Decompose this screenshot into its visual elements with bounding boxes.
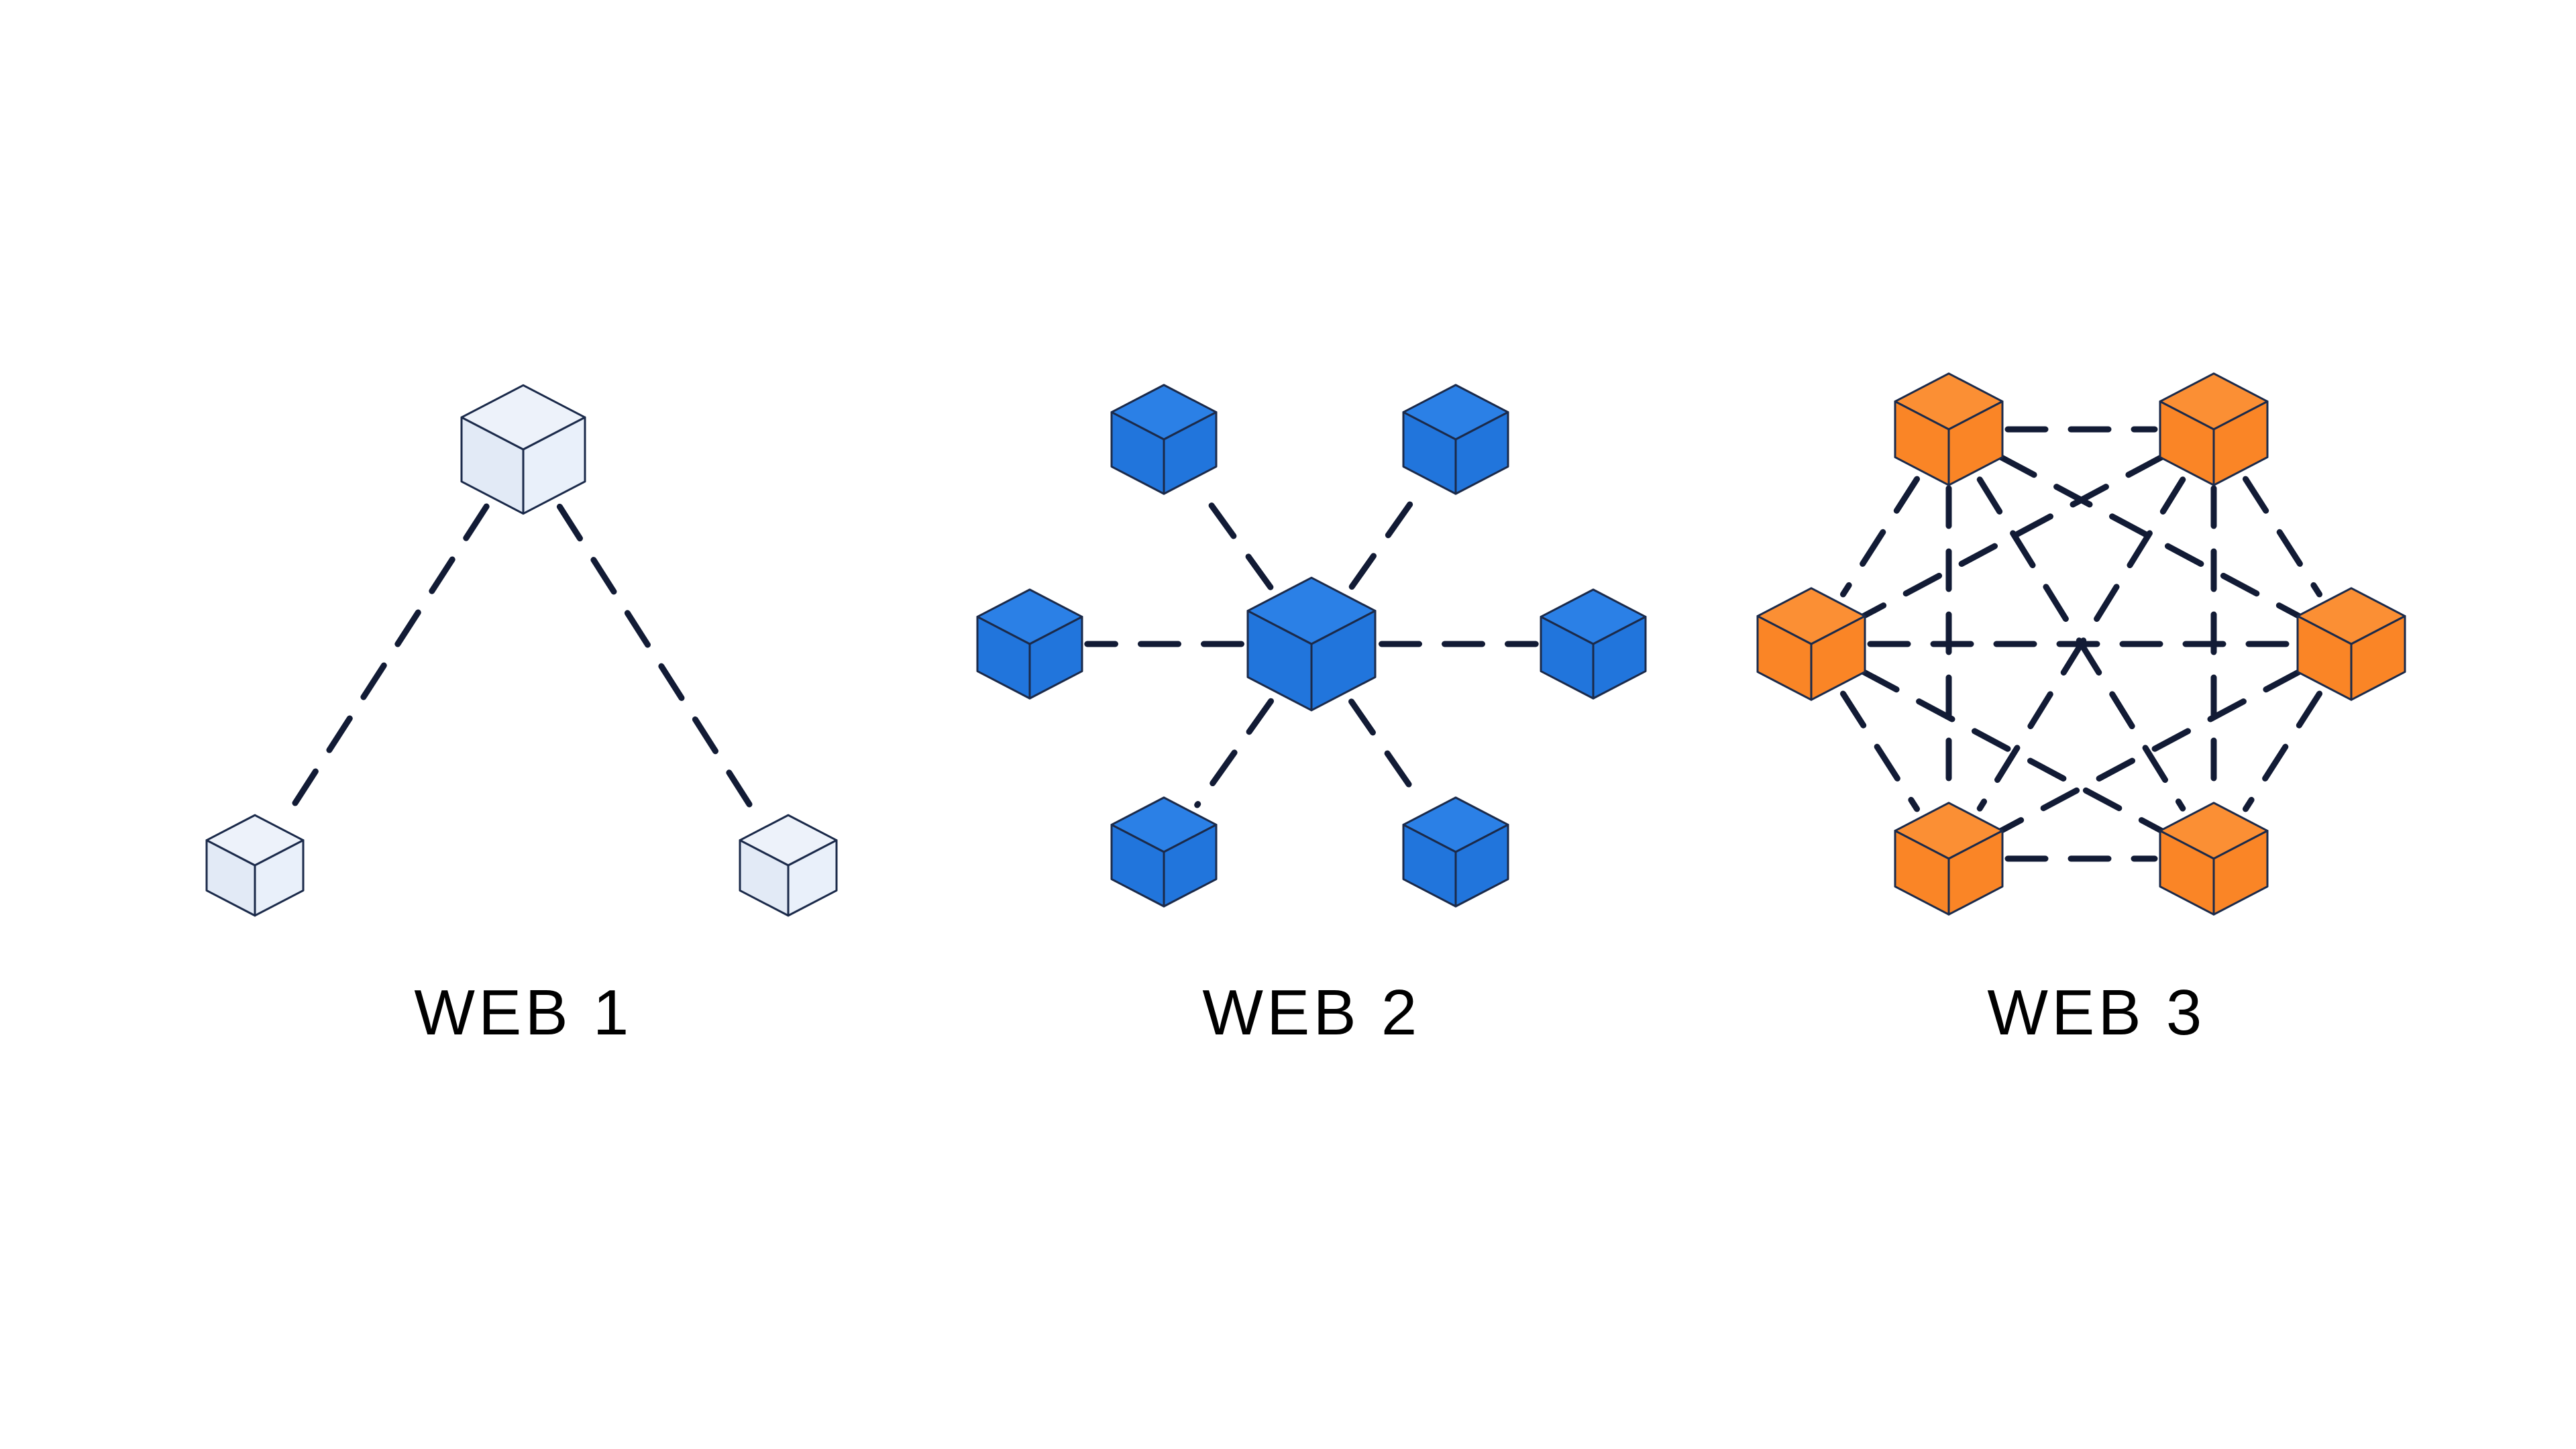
- cube-face-right: [1454, 411, 1509, 495]
- mesh-node-top-right[interactable]: [2159, 372, 2269, 486]
- connector-link: [1348, 698, 1426, 808]
- cube-face-right: [1454, 823, 1509, 908]
- panel-web3: [1756, 372, 2406, 916]
- root-node[interactable]: [460, 384, 586, 515]
- connector-link: [280, 503, 490, 824]
- node-layer-web1: [205, 384, 838, 917]
- cube-face-right: [1592, 615, 1647, 700]
- cube-face-right: [522, 416, 586, 515]
- node-layer-web3: [1756, 372, 2406, 916]
- connector-link: [556, 503, 763, 824]
- connector-link: [1839, 476, 1921, 598]
- mesh-node-bottom-right[interactable]: [2159, 802, 2269, 916]
- cube-face-right: [2212, 400, 2269, 486]
- link-layer-web2: [1084, 483, 1539, 808]
- cube-face-right: [1310, 610, 1377, 712]
- spoke-node-top-left[interactable]: [1110, 384, 1218, 495]
- connector-link: [1839, 690, 1921, 812]
- cube-face-right: [1028, 615, 1083, 700]
- spoke-node-bot-right[interactable]: [1402, 796, 1509, 908]
- panel-web2: [976, 384, 1647, 908]
- mesh-node-left[interactable]: [1756, 587, 1866, 701]
- spoke-node-bot-left[interactable]: [1110, 796, 1218, 908]
- node-layer-web2: [976, 384, 1647, 908]
- link-layer-web1: [280, 503, 763, 824]
- spoke-node-left[interactable]: [976, 588, 1083, 700]
- connector-link: [2242, 690, 2323, 812]
- panel-label-web3: WEB 3: [1987, 977, 2206, 1049]
- spoke-node-top-right[interactable]: [1402, 384, 1509, 495]
- panel-label-web1: WEB 1: [414, 977, 633, 1049]
- mesh-node-top-left[interactable]: [1894, 372, 2004, 486]
- leaf-node-right[interactable]: [739, 814, 838, 917]
- connector-link: [1860, 668, 2165, 835]
- cube-face-right: [2350, 614, 2406, 701]
- cube-face-right: [1163, 823, 1218, 908]
- panel-label-web2: WEB 2: [1202, 977, 1421, 1049]
- connector-link: [1998, 453, 2302, 620]
- connector-link: [1998, 668, 2302, 835]
- mesh-node-bottom-left[interactable]: [1894, 802, 2004, 916]
- cube-face-right: [1163, 411, 1218, 495]
- connector-link: [1194, 483, 1274, 590]
- leaf-node-left[interactable]: [205, 814, 305, 917]
- connector-link: [1860, 453, 2165, 620]
- connector-link: [1194, 698, 1275, 808]
- link-layer-web3: [1839, 426, 2323, 862]
- panel-web1: [205, 384, 838, 917]
- cube-face-right: [1947, 829, 2004, 916]
- cube-face-right: [787, 839, 838, 917]
- cube-face-right: [1947, 400, 2004, 486]
- cube-face-right: [254, 839, 305, 917]
- cube-face-right: [1810, 614, 1866, 701]
- connector-link: [2242, 476, 2323, 598]
- mesh-node-right[interactable]: [2296, 587, 2406, 701]
- hub-node[interactable]: [1246, 576, 1377, 712]
- cube-face-right: [2212, 829, 2269, 916]
- spoke-node-right[interactable]: [1540, 588, 1647, 700]
- connector-link: [1348, 483, 1426, 590]
